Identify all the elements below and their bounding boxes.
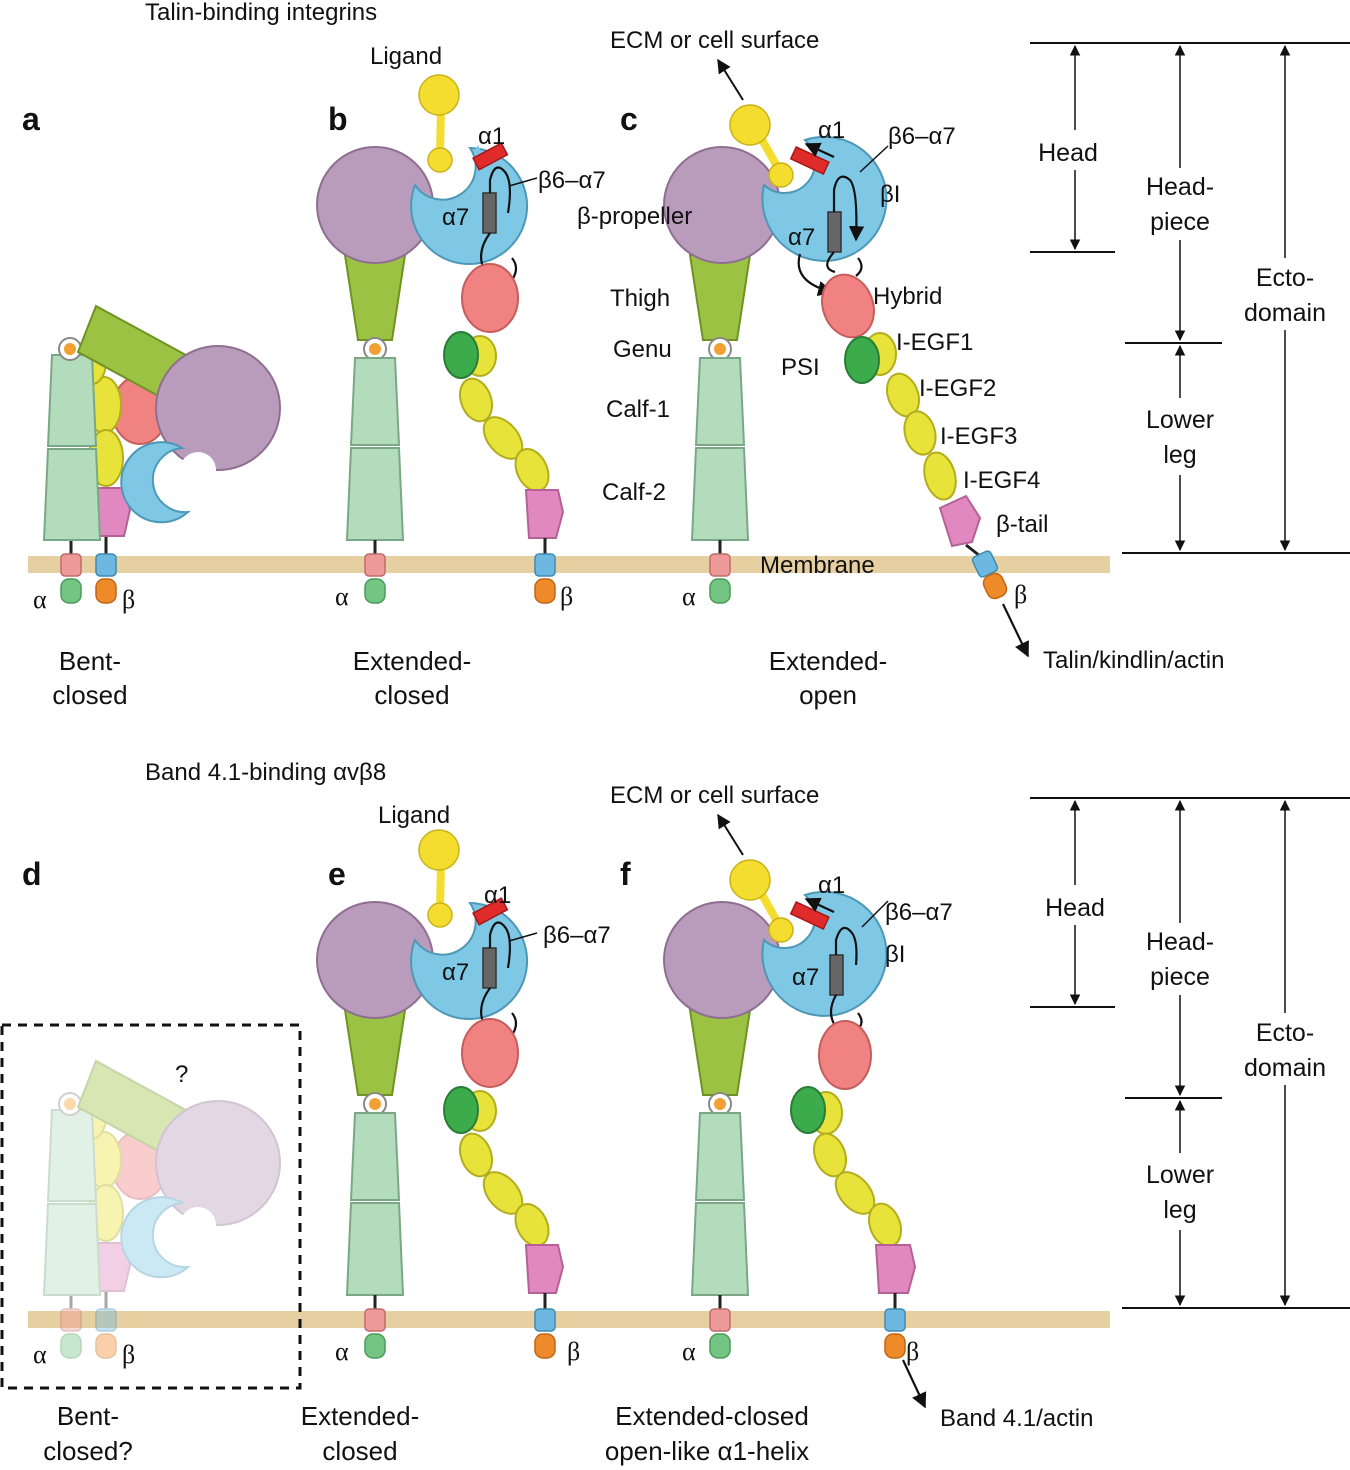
caption-b-line2: closed [374,680,449,710]
caption-c-line2: open [799,680,857,710]
caption-e-line2: closed [322,1436,397,1466]
caption-a-line2: closed [52,680,127,710]
beta6-alpha7-label-e: β6–α7 [543,922,611,949]
head-label-bottom: Head [1045,894,1105,922]
panel-b-extended-closed: b Ligand α1 [316,43,606,710]
panel-f-extended-closed-open-like: f [605,782,1094,1466]
beta-label-c: β [1014,580,1027,609]
alpha-label-d: α [33,1340,47,1369]
alpha7-label-b: α7 [442,204,469,231]
ligand-label-b: Ligand [370,43,442,70]
panel-letter-f: f [620,856,631,892]
head-label-top: Head [1038,139,1098,167]
alpha-label-e: α [335,1337,349,1366]
talin-kindlin-actin-label: Talin/kindlin/actin [1043,647,1224,674]
beta6-alpha7-label-c: β6–α7 [888,123,956,150]
iegf4-label: I-EGF4 [963,467,1040,494]
caption-d-line2: closed? [43,1436,133,1466]
ectodomain-label-top-2: domain [1244,299,1326,327]
alpha-label-b: α [335,582,349,611]
beta6-alpha7-label-b: β6–α7 [538,167,606,194]
caption-f-line2: open-like α1-helix [605,1436,809,1466]
panel-letter-e: e [328,856,346,892]
lowerleg-label-bottom-2: leg [1163,1196,1196,1224]
alpha7-label-f: α7 [792,964,819,991]
lowerleg-label-bottom-1: Lower [1146,1161,1214,1189]
iegf2-label: I-EGF2 [919,375,996,402]
beta-i-label-c: βI [880,181,900,208]
alpha-label-f: α [682,1337,696,1366]
panel-e-extended-closed: e [301,802,611,1466]
panel-a-bent-closed: a α β Bent- closed [22,0,281,710]
alpha-label-a: α [33,585,47,614]
headpiece-label-bottom-2: piece [1150,963,1210,991]
alpha1-label-f: α1 [818,872,845,899]
beta-label-a: β [122,585,135,614]
headpiece-label-top-2: piece [1150,208,1210,236]
question-mark: ? [175,1061,188,1088]
beta-label-d: β [122,1340,135,1369]
beta-propeller-label: β-propeller [577,203,692,230]
ectodomain-label-top-1: Ecto- [1256,264,1314,292]
alpha7-label-c: α7 [788,224,815,251]
calf2-label: Calf-2 [602,479,666,506]
alpha-label-c: α [682,582,696,611]
thigh-label: Thigh [610,285,670,312]
iegf3-label: I-EGF3 [940,423,1017,450]
alpha1-label-b: α1 [478,123,505,150]
panel-letter-c: c [620,101,638,137]
beta-tail-label: β-tail [996,511,1048,538]
caption-d-line1: Bent- [57,1401,119,1431]
genu-label: Genu [613,336,672,363]
ectodomain-label-bottom-2: domain [1244,1054,1326,1082]
panel-d-bent-closed-uncertain: d ? α β Bent- closed? [0,754,302,1466]
membrane-bottom [28,1311,1110,1328]
beta-label-f: β [906,1337,919,1366]
alpha7-label-e: α7 [442,959,469,986]
caption-f-line1: Extended-closed [615,1401,809,1431]
caption-e-line1: Extended- [301,1401,420,1431]
ectodomain-label-bottom-1: Ecto- [1256,1019,1314,1047]
ecm-label-f: ECM or cell surface [610,782,819,809]
caption-c-line1: Extended- [769,646,888,676]
iegf1-label: I-EGF1 [896,329,973,356]
membrane-label: Membrane [760,552,875,579]
ecm-label-c: ECM or cell surface [610,27,819,54]
scale-bars-top: Head Head- piece Ecto- domain Lower leg [1030,42,1350,554]
alpha1-label-e: α1 [484,882,511,909]
beta-label-b: β [560,582,573,611]
caption-b-line1: Extended- [353,646,472,676]
panel-c-extended-open: c ECM [577,27,1224,710]
panel-letter-b: b [328,101,348,137]
beta6-alpha7-label-f: β6–α7 [885,899,953,926]
caption-a-line1: Bent- [59,646,121,676]
calf1-label: Calf-1 [606,396,670,423]
panel-letter-d: d [22,856,42,892]
panel-letter-a: a [22,101,40,137]
ligand-label-e: Ligand [378,802,450,829]
lowerleg-label-top-1: Lower [1146,406,1214,434]
alpha1-label-c: α1 [818,117,845,144]
lowerleg-label-top-2: leg [1163,441,1196,469]
band41-actin-label: Band 4.1/actin [940,1405,1093,1432]
membrane-top [28,556,1110,573]
beta-label-e: β [567,1337,580,1366]
scale-bars-bottom: Head Head- piece Ecto- domain Lower leg [1030,797,1350,1309]
beta-i-label-f: βI [885,941,905,968]
headpiece-label-bottom-1: Head- [1146,928,1214,956]
hybrid-label: Hybrid [873,283,942,310]
psi-label: PSI [781,354,820,381]
headpiece-label-top-1: Head- [1146,173,1214,201]
